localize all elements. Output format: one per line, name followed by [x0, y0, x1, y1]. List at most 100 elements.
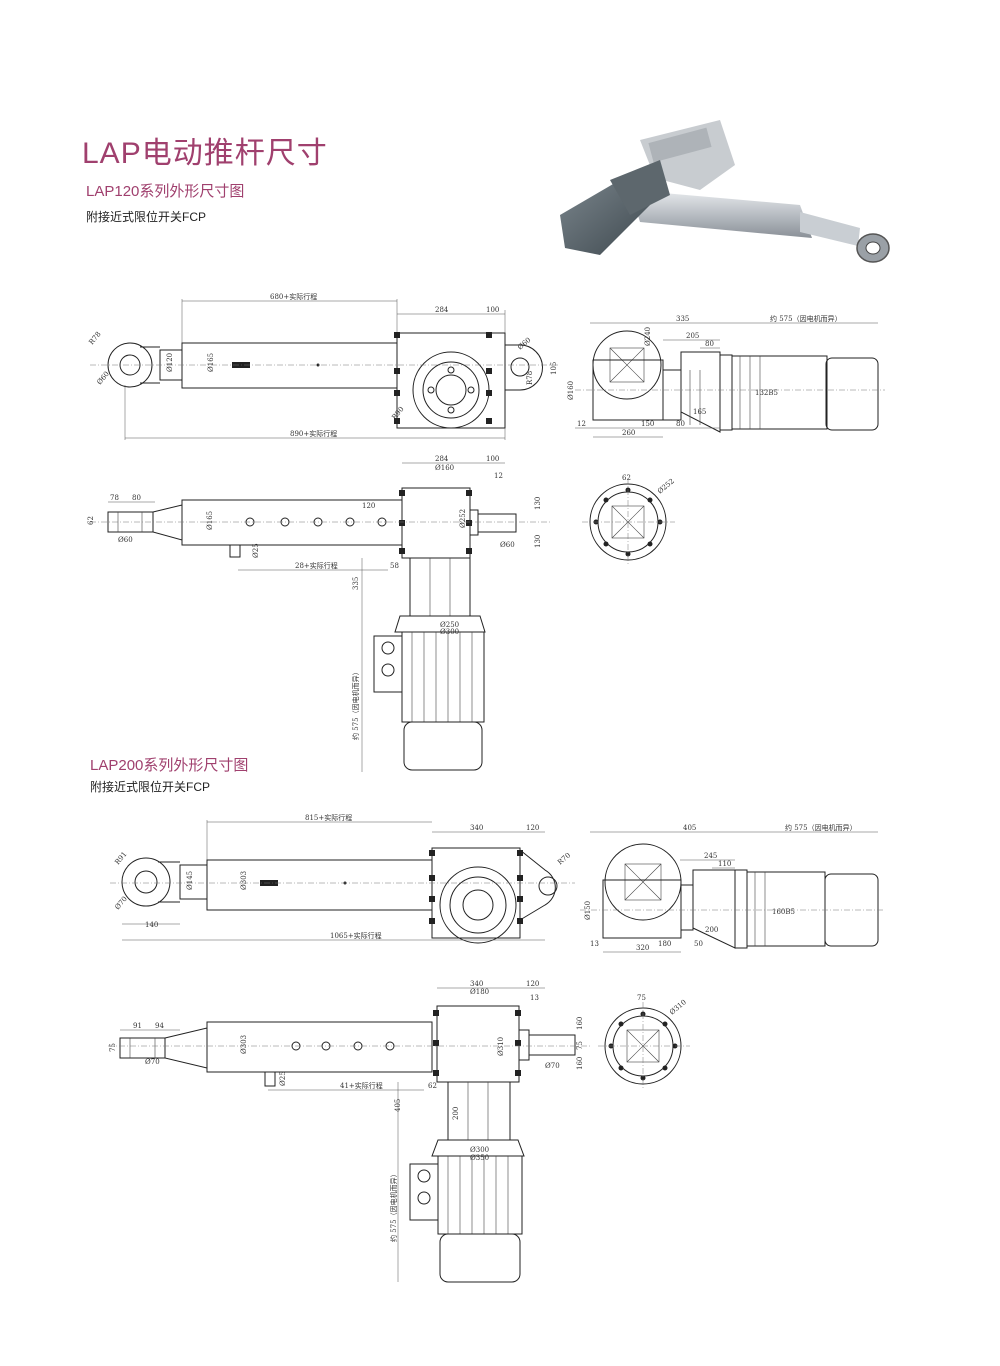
- dim-label: 约 575（因电机而异）: [785, 823, 857, 832]
- dim-label: 75: [637, 994, 646, 1002]
- dim-label: Ø70: [113, 895, 129, 911]
- dim-label: Ø180: [470, 988, 489, 996]
- dim-label: 41+实际行程: [340, 1081, 383, 1090]
- section-note-lap200: 附接近式限位开关FCP: [90, 780, 211, 794]
- dim-label: 130: [534, 535, 542, 548]
- dim-label: 284: [435, 306, 449, 314]
- dim-label: 335: [676, 315, 689, 323]
- page-title: LAP电动推杆尺寸: [82, 137, 328, 170]
- dim-label: Ø120: [166, 353, 174, 372]
- dim-label: 110: [718, 860, 731, 868]
- product-photo: [560, 120, 890, 263]
- dim-label: 815+实际行程: [305, 813, 352, 822]
- dim-label: Ø252: [656, 477, 676, 495]
- dim-label: Ø165: [207, 353, 215, 372]
- dim-label: Ø300: [470, 1146, 489, 1154]
- dim-label: Ø25: [279, 1071, 287, 1086]
- dim-label: 12: [577, 420, 586, 428]
- lap200-top-view: 815+实际行程 340 120 R91 Ø145 Ø303 Ø70 140: [110, 813, 575, 944]
- dim-label: 80: [132, 494, 141, 502]
- dim-label: Ø252: [459, 509, 467, 528]
- dim-label: R78: [526, 371, 534, 385]
- dim-label: 62: [428, 1082, 437, 1090]
- dim-label: 320: [636, 944, 649, 952]
- dim-label: 12: [494, 472, 503, 480]
- dim-label: R90: [390, 405, 405, 421]
- dim-label: 75: [576, 1041, 584, 1050]
- dim-label: 94: [155, 1022, 164, 1030]
- dim-label: Ø25: [252, 543, 260, 558]
- dim-label: Ø250: [440, 621, 459, 629]
- dim-label: Ø303: [240, 1035, 248, 1054]
- lap120-flange-view: 62 Ø252: [582, 474, 676, 566]
- lap200-flange-view: 75 Ø310: [598, 994, 690, 1090]
- dim-label: 58: [390, 562, 399, 570]
- dim-label: Ø70: [145, 1058, 160, 1066]
- dim-label: 340: [470, 824, 483, 832]
- dim-label: Ø60: [516, 336, 532, 352]
- dim-label: R91: [113, 850, 128, 866]
- dim-label: 890+实际行程: [290, 429, 337, 438]
- dim-label: 160: [576, 1017, 584, 1030]
- dim-label: 91: [133, 1022, 142, 1030]
- dim-label: 260: [622, 429, 635, 437]
- dim-label: 120: [526, 980, 539, 988]
- dim-label: 120: [526, 824, 539, 832]
- dim-label: 165: [693, 408, 706, 416]
- dim-label: 340: [470, 980, 483, 988]
- dim-label: 75: [109, 1043, 117, 1052]
- dim-label: 180: [658, 940, 671, 948]
- dim-label: 335: [352, 577, 360, 590]
- dim-label: 200: [452, 1107, 460, 1120]
- dim-label: 205: [686, 332, 699, 340]
- dim-label: 28+实际行程: [295, 561, 338, 570]
- section-title-lap200: LAP200系列外形尺寸图: [90, 757, 249, 774]
- dim-label: 100: [486, 455, 499, 463]
- dim-label: Ø300: [440, 628, 459, 636]
- dim-label: 13: [530, 994, 539, 1002]
- dim-label: 130: [534, 497, 542, 510]
- dim-label: 245: [704, 852, 717, 860]
- dim-label: Ø350: [470, 1154, 489, 1162]
- dim-label: 80: [676, 420, 685, 428]
- lap200-end-view: 405 约 575（因电机而异） 245 110 160B5 Ø150 13 1…: [580, 823, 885, 953]
- dim-label: 62: [87, 516, 95, 525]
- dim-label: R78: [87, 330, 102, 346]
- dim-label: 80: [705, 340, 714, 348]
- dim-label: Ø303: [240, 871, 248, 890]
- dim-label: 132B5: [755, 389, 778, 397]
- dim-label: 160B5: [772, 908, 795, 916]
- dim-label: 约 575（因电机而异）: [770, 314, 842, 323]
- dim-label: Ø60: [95, 370, 111, 386]
- dim-label: Ø165: [206, 511, 214, 530]
- dim-label: 50: [694, 940, 703, 948]
- dim-label: 13: [590, 940, 599, 948]
- dim-label: 105: [550, 362, 558, 375]
- dim-label: 140: [145, 921, 158, 929]
- dim-label: Ø160: [567, 381, 575, 400]
- dim-label: 405: [394, 1099, 402, 1112]
- dim-label: Ø150: [584, 901, 592, 920]
- dim-label: 150: [641, 420, 654, 428]
- dim-label: 405: [683, 824, 696, 832]
- dim-label: 约 575（因电机而异）: [351, 668, 360, 740]
- dim-label: 78: [110, 494, 119, 502]
- lap120-end-view: 335 约 575（因电机而异） 205 80 132B5 Ø160 165 1…: [567, 314, 885, 438]
- dim-label: Ø145: [186, 871, 194, 890]
- dim-label: Ø240: [644, 327, 652, 346]
- dim-label: Ø160: [435, 464, 454, 472]
- dim-label: 120: [362, 502, 375, 510]
- dim-label: R70: [556, 851, 572, 866]
- lap200-side-view: 340 120 Ø180 13 91 94 75 Ø70 Ø303 Ø310 1…: [108, 980, 590, 1283]
- dim-label: Ø70: [545, 1062, 560, 1070]
- dim-label: 100: [486, 306, 499, 314]
- section-note-lap120: 附接近式限位开关FCP: [86, 210, 207, 224]
- dim-label: 284: [435, 455, 449, 463]
- dim-label: Ø310: [497, 1037, 505, 1056]
- dim-label: Ø310: [668, 998, 688, 1016]
- dim-label: 680+实际行程: [270, 292, 317, 301]
- dim-label: 160: [576, 1057, 584, 1070]
- dim-label: 62: [622, 474, 631, 482]
- dim-label: 约 575（因电机而异）: [389, 1170, 398, 1242]
